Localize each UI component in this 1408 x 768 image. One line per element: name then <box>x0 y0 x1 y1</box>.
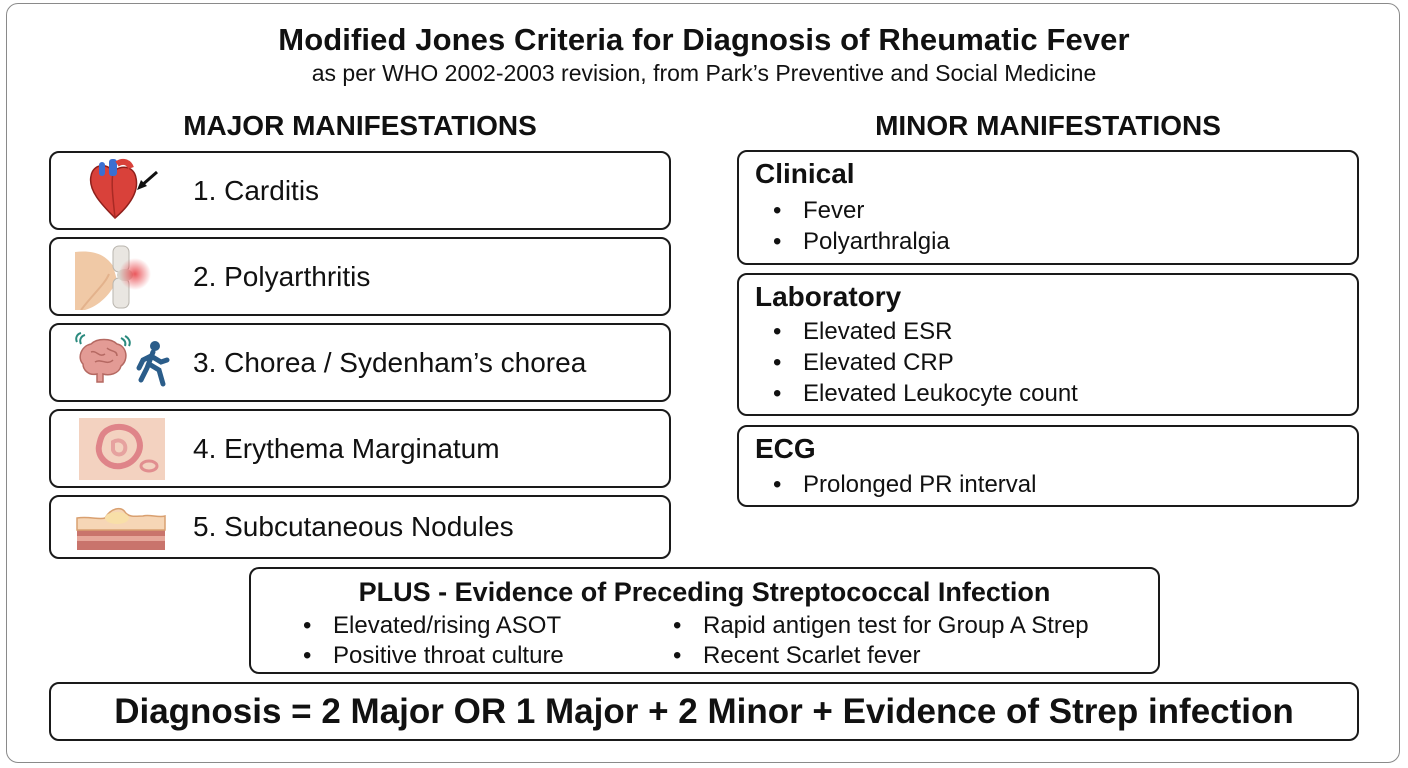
major-item-label: 4. Erythema Marginatum <box>193 432 500 464</box>
minor-group-list: Prolonged PR interval <box>773 469 1036 500</box>
heart-icon <box>73 158 173 224</box>
list-item: Fever <box>773 195 950 226</box>
strep-evidence-box: PLUS - Evidence of Preceding Streptococc… <box>249 567 1160 674</box>
skin-rash-icon <box>73 416 173 482</box>
minor-group-heading: Laboratory <box>755 281 902 312</box>
major-item-label: 2. Polyarthritis <box>193 260 371 292</box>
major-item-carditis: 1. Carditis <box>49 151 671 230</box>
list-item: Elevated Leukocyte count <box>773 378 1078 409</box>
page-title: Modified Jones Criteria for Diagnosis of… <box>278 22 1130 57</box>
skin-nodule-icon <box>73 502 173 552</box>
knee-joint-icon <box>73 244 173 311</box>
major-item-erythema-marginatum: 4. Erythema Marginatum <box>49 409 671 488</box>
list-item: Polyarthralgia <box>773 226 950 257</box>
list-item: Rapid antigen test for Group A Strep <box>673 611 1089 641</box>
page-subtitle: as per WHO 2002-2003 revision, from Park… <box>311 60 1097 86</box>
minor-group-heading: Clinical <box>755 158 855 189</box>
minor-heading: MINOR MANIFESTATIONS <box>875 110 1221 141</box>
major-item-polyarthritis: 2. Polyarthritis <box>49 237 671 316</box>
major-heading: MAJOR MANIFESTATIONS <box>183 110 537 141</box>
list-item: Elevated CRP <box>773 347 1078 378</box>
list-item: Positive throat culture <box>303 641 564 671</box>
major-item-label: 5. Subcutaneous Nodules <box>193 511 514 542</box>
major-item-label: 1. Carditis <box>193 174 320 206</box>
list-item: Elevated ESR <box>773 316 1078 347</box>
strep-evidence-heading: PLUS - Evidence of Preceding Streptococc… <box>358 577 1051 607</box>
minor-group-laboratory: Laboratory Elevated ESR Elevated CRP Ele… <box>737 273 1359 416</box>
minor-group-heading: ECG <box>755 433 816 464</box>
major-item-label: 3. Chorea / Sydenham’s chorea <box>193 346 587 378</box>
diagnosis-rule: Diagnosis = 2 Major OR 1 Major + 2 Minor… <box>114 691 1294 731</box>
minor-group-clinical: Clinical Fever Polyarthralgia <box>737 150 1359 265</box>
strep-evidence-list-left: Elevated/rising ASOT Positive throat cul… <box>303 611 564 671</box>
brain-walking-person-icon <box>73 330 173 396</box>
major-item-subcutaneous-nodules: 5. Subcutaneous Nodules <box>49 495 671 559</box>
list-item: Elevated/rising ASOT <box>303 611 564 641</box>
minor-group-ecg: ECG Prolonged PR interval <box>737 425 1359 507</box>
strep-evidence-list-right: Rapid antigen test for Group A Strep Rec… <box>673 611 1089 671</box>
list-item: Recent Scarlet fever <box>673 641 1089 671</box>
list-item: Prolonged PR interval <box>773 469 1036 500</box>
minor-group-list: Elevated ESR Elevated CRP Elevated Leuko… <box>773 316 1078 409</box>
diagnosis-box: Diagnosis = 2 Major OR 1 Major + 2 Minor… <box>49 682 1359 741</box>
diagram-frame <box>6 3 1400 763</box>
minor-group-list: Fever Polyarthralgia <box>773 195 950 257</box>
major-item-chorea: 3. Chorea / Sydenham’s chorea <box>49 323 671 402</box>
